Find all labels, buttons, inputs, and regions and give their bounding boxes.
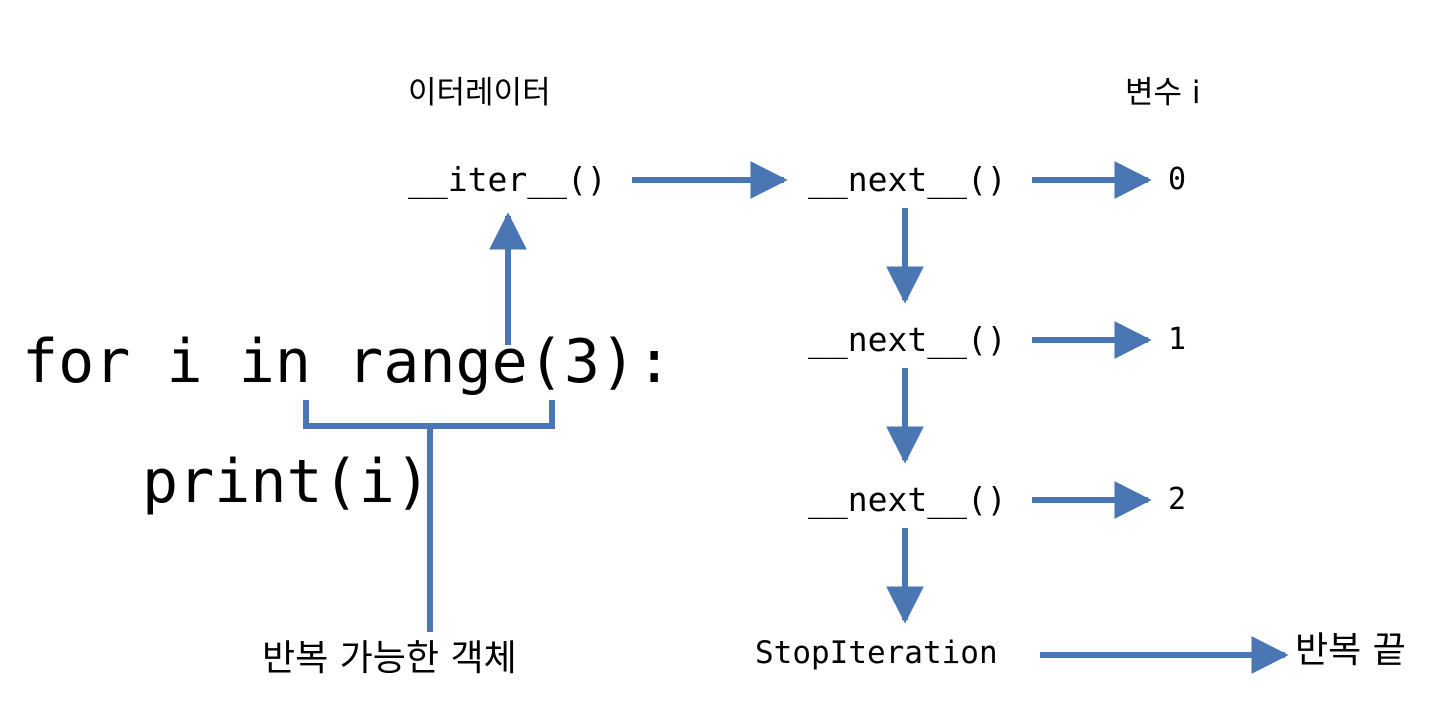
header-variable-i: 변수 i	[1125, 75, 1201, 111]
call-iter: __iter__()	[408, 160, 607, 199]
code-line-for: for i in range(3):	[22, 327, 673, 397]
value-1: 1	[1168, 322, 1187, 357]
iterable-caption: 반복 가능한 객체	[262, 638, 517, 679]
stopiteration-label: StopIteration	[755, 635, 998, 671]
call-next-2: __next__()	[808, 320, 1007, 359]
value-2: 2	[1168, 482, 1187, 517]
header-iterator: 이터레이터	[408, 75, 551, 111]
code-line-print: print(i)	[142, 447, 431, 517]
range-brace	[303, 400, 555, 429]
call-next-1: __next__()	[808, 160, 1007, 199]
call-next-3: __next__()	[808, 480, 1007, 519]
loop-end-label: 반복 끝	[1295, 630, 1406, 671]
value-0: 0	[1168, 162, 1187, 197]
